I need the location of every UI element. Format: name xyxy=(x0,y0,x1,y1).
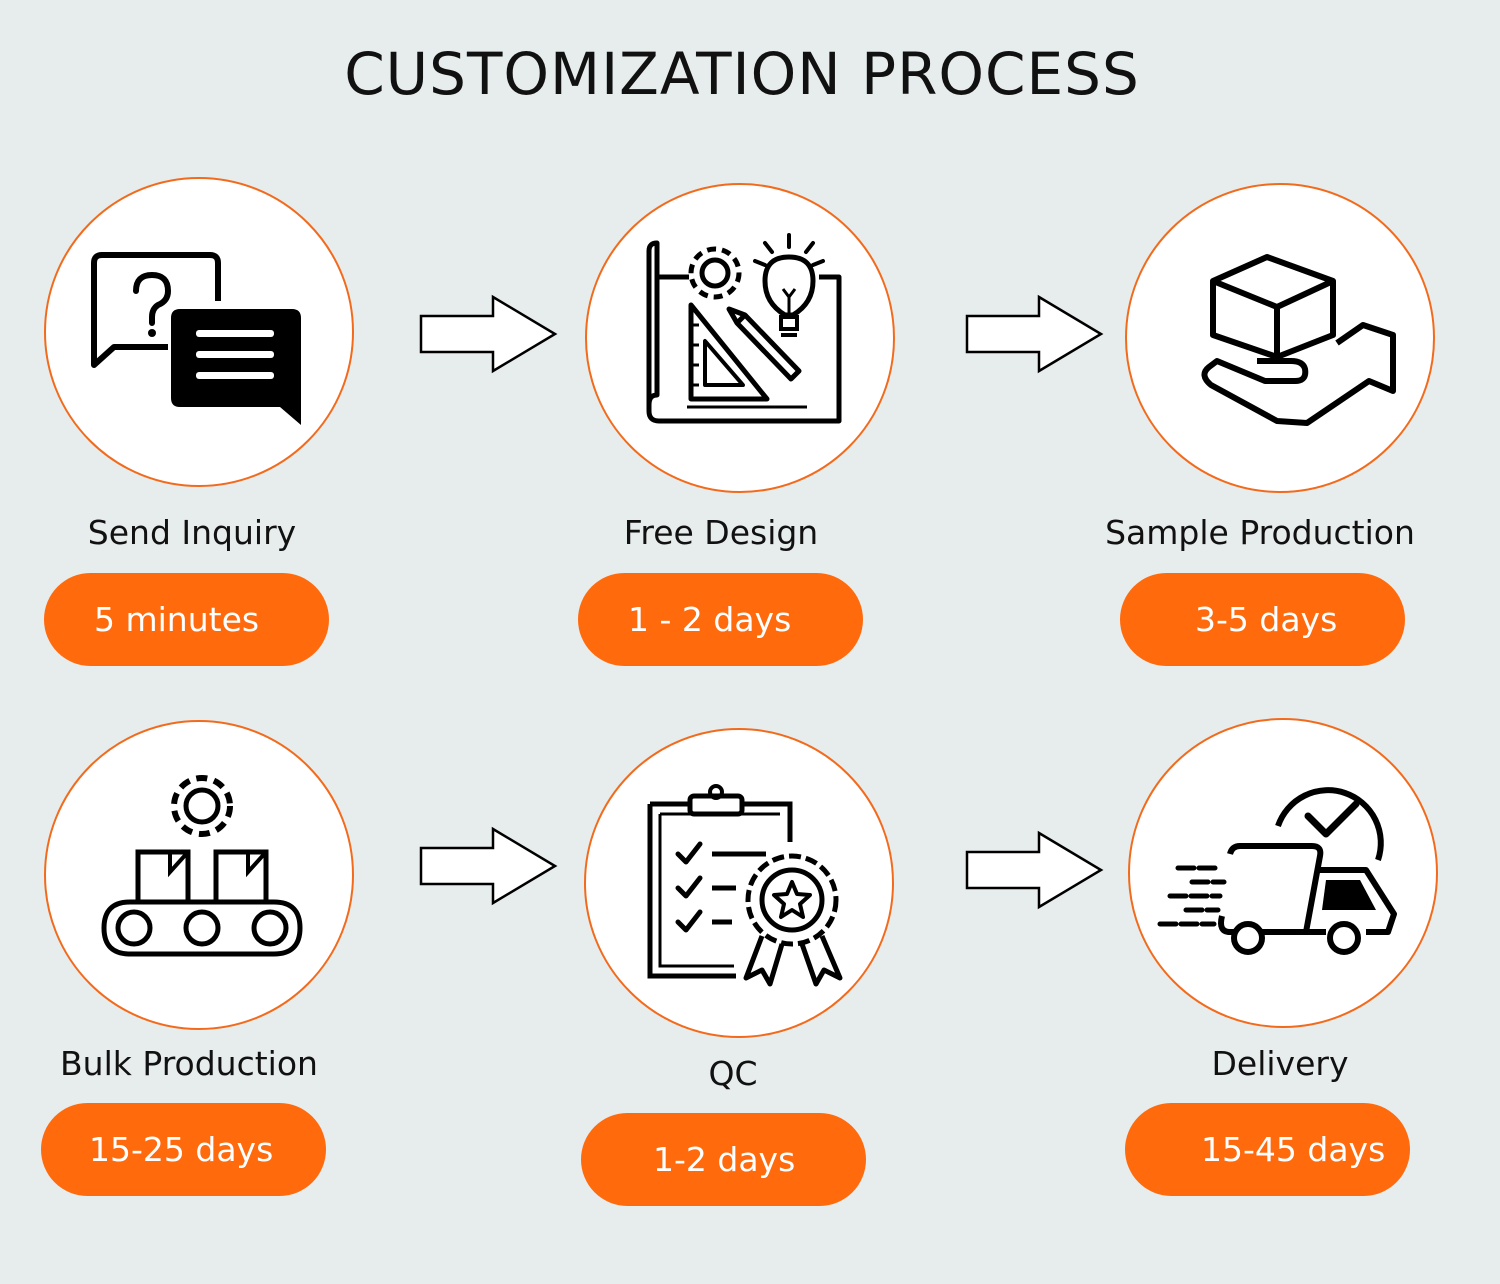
duration-badge: 15-45 days xyxy=(1125,1103,1410,1196)
step-free-design-circle xyxy=(585,183,895,493)
step-label: Send Inquiry xyxy=(87,513,297,552)
delivery-truck-icon xyxy=(1157,787,1397,955)
step-sample-production-circle xyxy=(1125,183,1435,493)
duration-badge: 1 - 2 days xyxy=(578,573,863,666)
duration-badge: 1-2 days xyxy=(581,1113,866,1206)
duration-badge: 15-25 days xyxy=(41,1103,326,1196)
step-send-inquiry-circle xyxy=(44,177,354,487)
blueprint-design-icon xyxy=(646,233,842,424)
conveyor-belt-icon xyxy=(101,775,303,957)
step-label: QC xyxy=(708,1054,758,1093)
chat-question-icon xyxy=(91,252,301,425)
step-bulk-production-circle xyxy=(44,720,354,1030)
step-delivery-circle xyxy=(1128,718,1438,1028)
arrow-right-icon xyxy=(419,826,558,906)
duration-badge: 3-5 days xyxy=(1120,573,1405,666)
step-qc-circle xyxy=(584,728,894,1038)
arrow-right-icon xyxy=(419,294,558,374)
step-label: Bulk Production xyxy=(60,1044,318,1083)
step-label: Free Design xyxy=(623,513,819,552)
step-label: Sample Production xyxy=(1105,513,1415,552)
step-label: Delivery xyxy=(1211,1044,1349,1083)
box-on-hand-icon xyxy=(1201,254,1396,426)
arrow-right-icon xyxy=(965,294,1104,374)
arrow-right-icon xyxy=(965,830,1104,910)
duration-badge: 5 minutes xyxy=(44,573,329,666)
checklist-badge-icon xyxy=(647,784,843,987)
page-title: CUSTOMIZATION PROCESS xyxy=(344,40,1140,108)
